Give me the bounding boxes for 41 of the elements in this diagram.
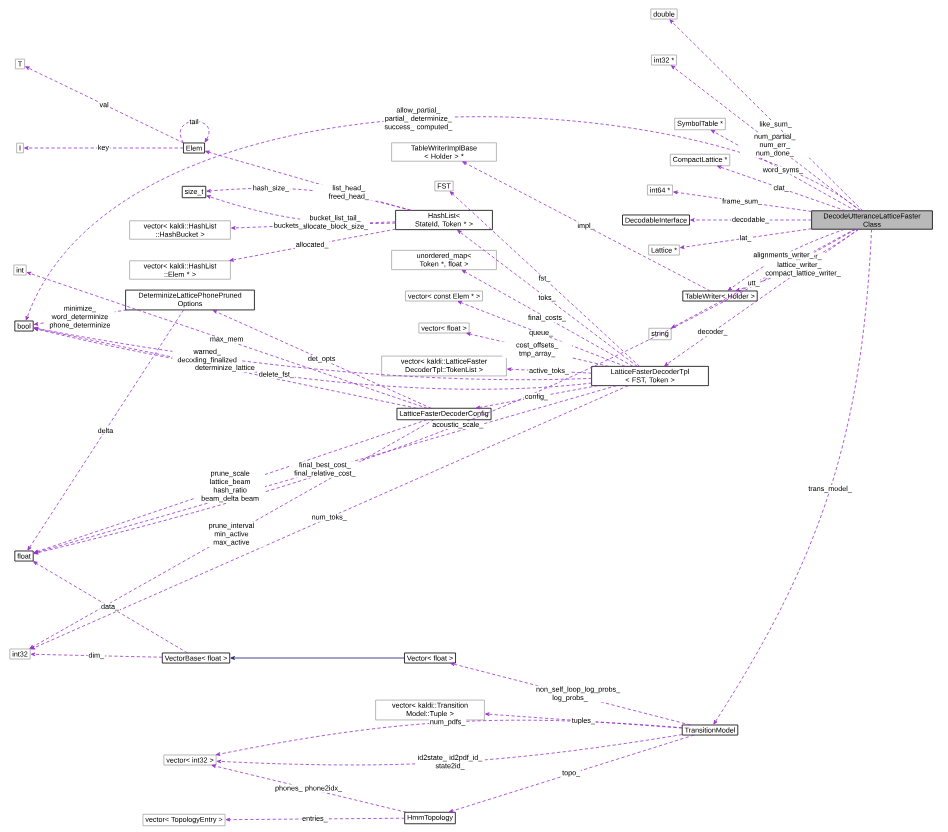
arrow: [33, 326, 592, 381]
arrow: [25, 116, 862, 321]
arrow: [230, 656, 405, 660]
arrow: [180, 120, 210, 144]
arrow: [475, 385, 599, 410]
arrow: [212, 309, 432, 409]
arrow: [33, 228, 857, 555]
arrow: [680, 228, 812, 249]
arrow: [673, 190, 812, 212]
arrow: [462, 161, 711, 292]
arrow: [215, 719, 683, 756]
arrow: [29, 419, 435, 649]
arrow: [30, 652, 163, 658]
arrow: [507, 367, 592, 374]
arrow: [485, 712, 683, 729]
arrow: [727, 228, 845, 291]
arrow: [448, 734, 695, 813]
arrow: [225, 817, 406, 822]
arrow: [457, 229, 638, 367]
arrow: [33, 561, 188, 654]
arrow: [710, 129, 856, 212]
arrow: [25, 66, 184, 144]
arrow: [671, 228, 856, 329]
arrow: [461, 269, 634, 367]
arrow: [690, 218, 812, 222]
arrow: [671, 65, 861, 212]
arrow: [669, 19, 864, 212]
arrow: [664, 228, 860, 367]
arrow: [457, 301, 626, 367]
arrow: [211, 764, 407, 813]
arrow: [24, 146, 184, 150]
arrow: [27, 309, 184, 551]
arrow: [449, 191, 640, 367]
arrow: [717, 165, 846, 212]
arrow: [713, 228, 872, 725]
arrow: [216, 734, 683, 766]
arrow: [26, 271, 428, 409]
arrow: [30, 385, 629, 650]
arrow: [33, 385, 617, 554]
arrow: [33, 327, 592, 390]
arrow: [229, 228, 396, 262]
